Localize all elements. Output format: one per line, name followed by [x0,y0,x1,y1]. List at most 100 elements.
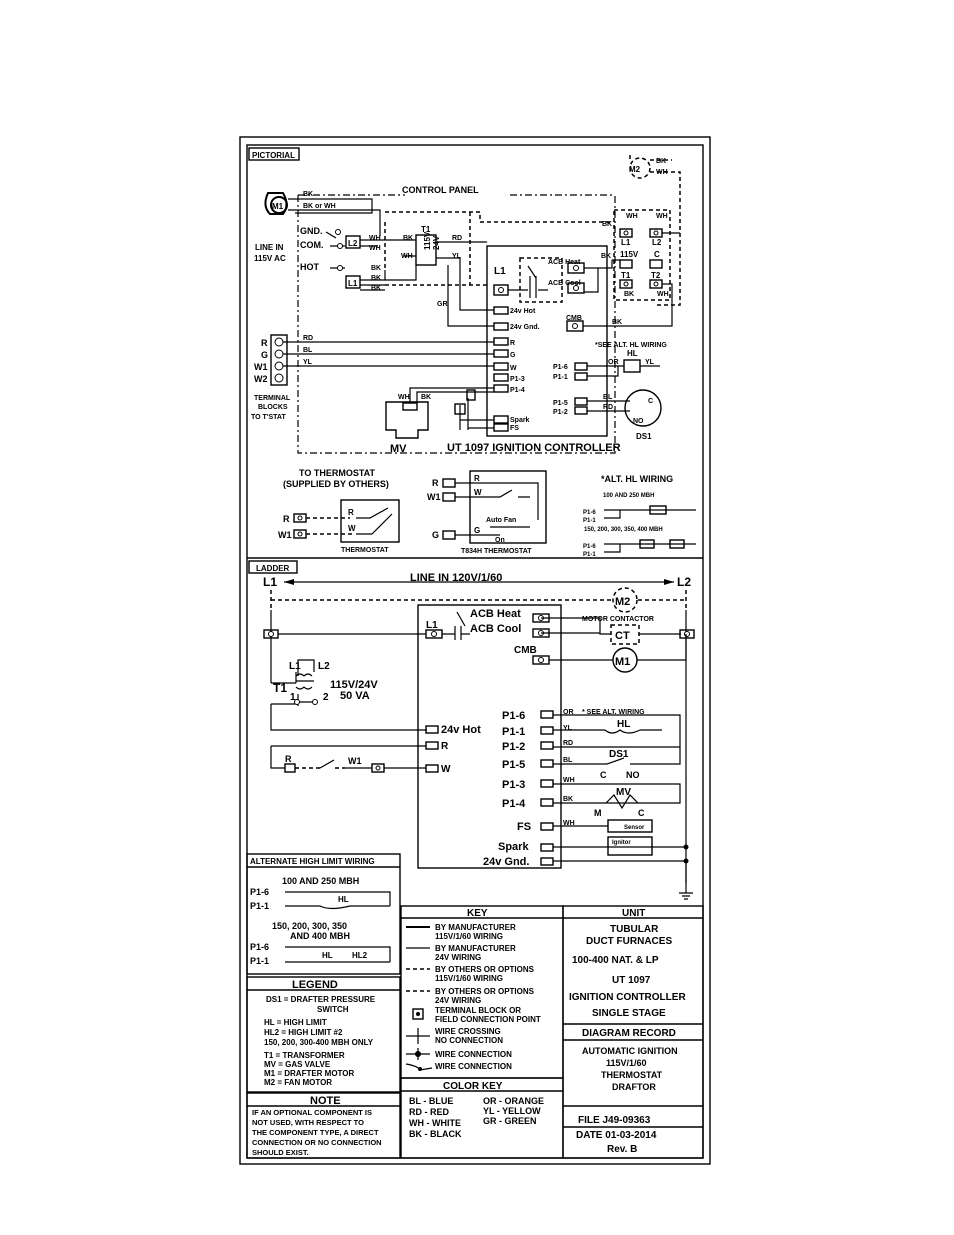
key-1a: BY MANUFACTURER [435,923,516,932]
wire-rd-t1: RD [452,235,462,242]
pictorial-label: PICTORIAL [252,151,295,160]
lp-p11: P1-1 [502,726,525,738]
legend-1: DS1 = DRAFTER PRESSURE [266,995,376,1004]
alt-hl-hl-b: HL [322,951,333,960]
ladder-mv-c: C [638,808,645,818]
ladder-ctrl-l1: L1 [426,620,438,631]
key-6a: WIRE CROSSING [435,1027,501,1036]
wire-wh-l2-2: WH [369,245,381,252]
acb-cool-pic: ACB Cool [548,280,581,287]
wire-rd-tb: RD [303,335,313,342]
lp-24v-gnd: 24v Gnd. [483,856,529,868]
key-2b: 24V WIRING [435,953,481,962]
alt-hl-100-pic: 100 AND 250 MBH [603,493,654,499]
terminal-l2: L2 [345,235,361,249]
key-4b: 24V WIRING [435,996,481,1005]
legend-6: T1 = TRANSFORMER [264,1051,345,1060]
key-3a: BY OTHERS OR OPTIONS [435,965,535,974]
t834-inner-w: W [474,488,482,497]
ck-or: OR - ORANGE [483,1096,544,1106]
alt-hl-p16-a: P1-6 [250,887,269,897]
ladder-sensor: Sensor [624,825,645,831]
ladder-wire-wh2: WH [563,820,575,827]
t834h-caption: T834H THERMOSTAT [461,548,532,555]
alt-hl-p11-a: P1-1 [250,901,269,911]
wire-bk-or-wh: BK or WH [303,203,336,210]
p12-pic: P1-2 [553,409,568,416]
ladder-see-alt: * SEE ALT. WIRING [582,709,645,716]
ladder-w: W [441,764,451,775]
term-24v-hot: 24v Hot [510,308,536,315]
ct-c: C [654,250,660,259]
ladder-wire-rd: RD [563,740,573,747]
file-number: FILE J49-09363 [578,1115,651,1126]
term-g: G [510,352,516,359]
th-inner-r: R [348,508,354,517]
diagram-record-title: DIAGRAM RECORD [582,1028,676,1039]
key-7: WIRE CONNECTION [435,1050,512,1059]
t834-g: G [432,530,439,540]
key-1b: 115V/1/60 WIRING [435,932,503,941]
ladder-acb-heat: ACB Heat [470,608,521,620]
legend-4: HL2 = HIGH LIMIT #2 [264,1028,343,1037]
ck-bk: BK - BLACK [409,1129,462,1139]
m2-label: M2 [629,165,641,174]
lp-p13: P1-3 [502,779,525,791]
ladder-l1: L1 [263,575,277,589]
ladder-hl: HL [617,719,630,730]
m1-label: M1 [272,202,284,211]
legend-7: MV = GAS VALVE [264,1060,331,1069]
key-6b: NO CONNECTION [435,1036,503,1045]
alt-p11-2: P1-1 [583,552,596,558]
tb-w1: W1 [254,362,268,372]
term-r: R [510,340,515,347]
alt-hl-title-pic: *ALT. HL WIRING [601,474,673,484]
alt-hl-p11-b: P1-1 [250,956,269,966]
wire-bk-cmb: BK [612,319,622,326]
lp-spark: Spark [498,841,529,853]
lp-fs: FS [517,821,531,833]
ct-l2: L2 [652,238,662,247]
ladder-mv: MV [616,787,631,798]
ct-wh-1: WH [626,213,638,220]
ck-wh: WH - WHITE [409,1118,461,1128]
p11-pic: P1-1 [553,374,568,381]
ladder-p-terminals: P1-6 P1-1 P1-2 P1-5 P1-3 P1-4 FS Spark 2… [483,710,554,868]
dr-4: DRAFTOR [612,1082,656,1092]
gas-valve-mv: MV [385,401,429,455]
ladder-ignitor: Ignitor [612,840,631,846]
ct-t2: T2 [651,271,661,280]
ladder-motor-contactor: MOTOR CONTACTOR [582,616,654,623]
see-alt-hl: *SEE ALT. HL WIRING [595,342,667,349]
transformer-t1: T1 24V 115V [415,225,441,266]
p15-pic: P1-5 [553,400,568,407]
alt-p16-1: P1-6 [583,510,596,516]
ds1-wire-bl: BL [603,394,613,401]
ck-yl: YL - YELLOW [483,1106,541,1116]
ladder-ds1: DS1 [609,749,629,760]
ladder-wire-bl: BL [563,757,573,764]
control-panel-outline [297,194,616,454]
key-8: WIRE CONNECTION [435,1062,512,1071]
ladder-tab [248,560,298,574]
tb-caption-2: BLOCKS [258,404,288,411]
ds1-pic-label: DS1 [636,432,652,441]
tb-g: G [261,350,268,360]
note-2: NOT USED, WITH RESPECT TO [252,1118,364,1127]
wire-gr-t1: GR [437,301,448,308]
unit-box [562,905,704,1159]
m2-wire-wh: WH [656,169,668,176]
ladder-t-num2: 2 [323,692,329,703]
ladder-t1-l2: L2 [318,661,330,672]
legend-9: M2 = FAN MOTOR [264,1078,332,1087]
key-title: KEY [467,908,488,919]
ladder-line-in: LINE IN 120V/1/60 [410,572,502,584]
unit-title: UNIT [622,908,645,919]
key-2a: BY MANUFACTURER [435,944,516,953]
ladder-t1-l1: L1 [289,661,301,672]
term-fs: FS [510,425,519,432]
tb-caption-1: TERMINAL [254,395,291,402]
ladder-wire-wh: WH [563,777,575,784]
hl-wire-yl: YL [645,359,655,366]
t834-inner-r: R [474,474,480,483]
